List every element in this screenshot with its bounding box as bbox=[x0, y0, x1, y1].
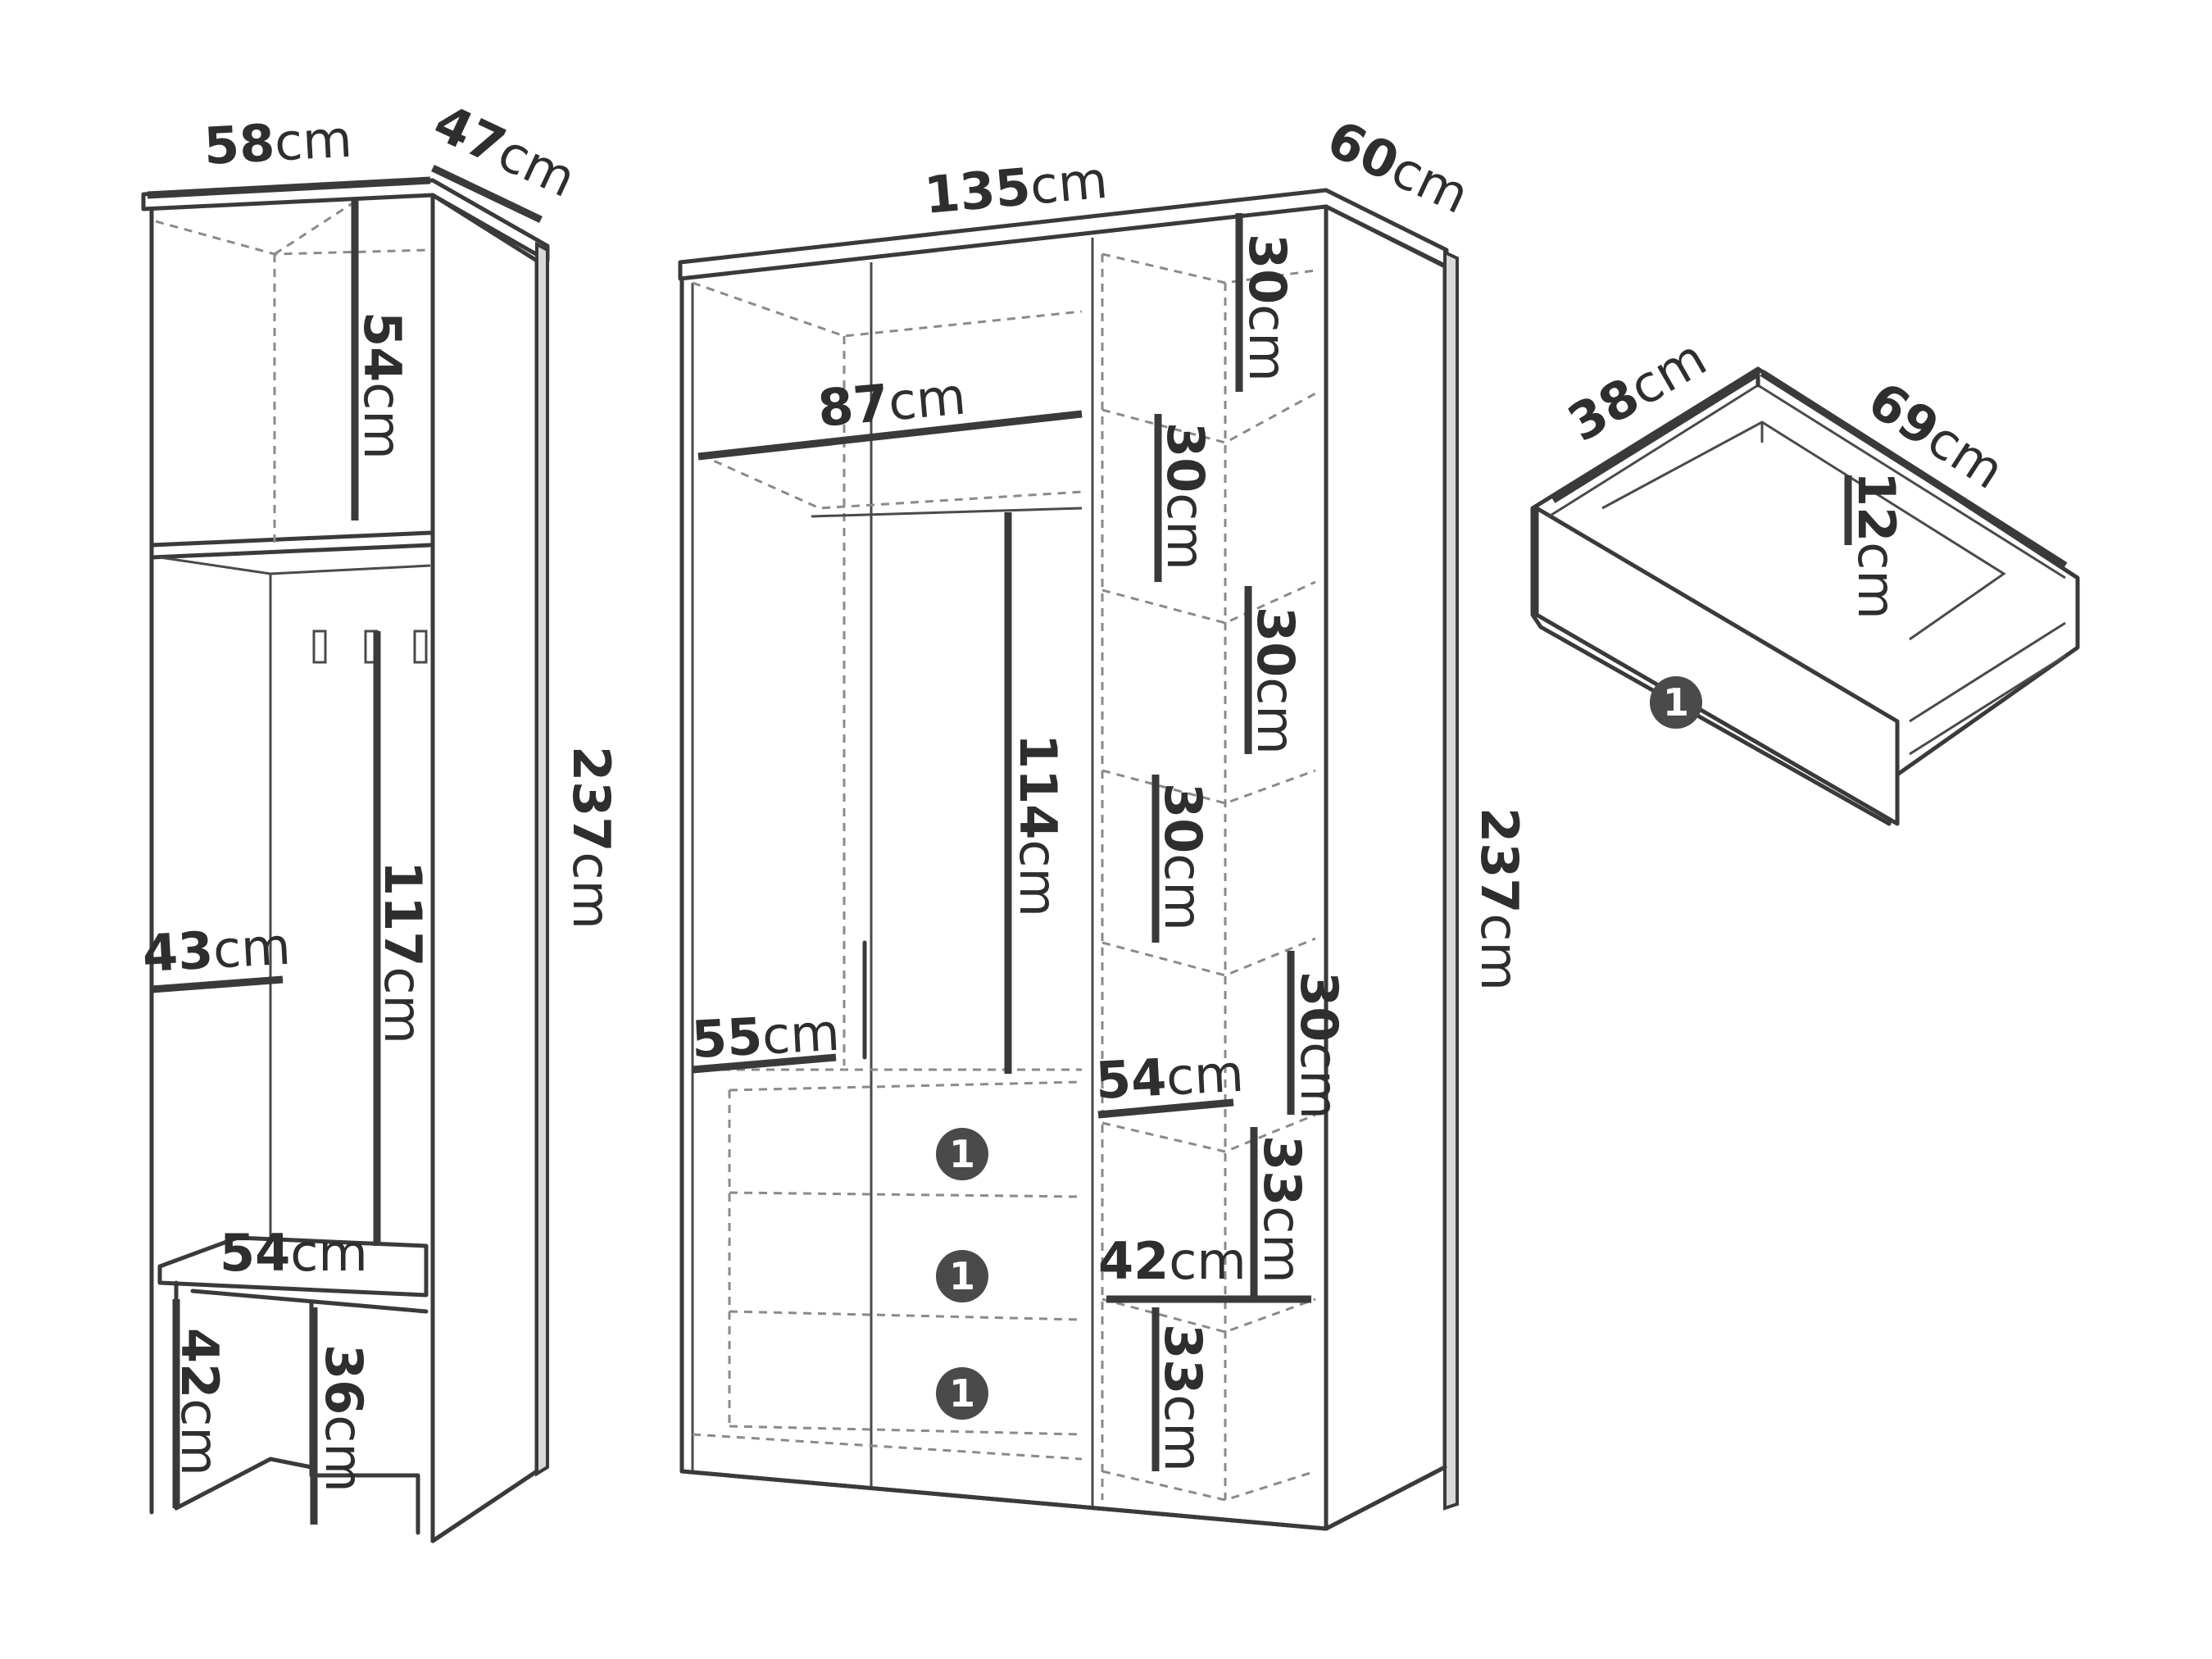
drawer-badge-3: 1 bbox=[936, 1367, 988, 1420]
svg-text:1: 1 bbox=[949, 1132, 975, 1176]
svg-text:1: 1 bbox=[1663, 680, 1689, 725]
wardrobe-shelf-1-label: 30cm bbox=[1238, 234, 1297, 382]
wardrobe-height-label: 237cm bbox=[1469, 807, 1529, 991]
wardrobe-base-width-label: 55cm bbox=[690, 1002, 841, 1070]
hallway-top-compartment-label: 54cm bbox=[352, 311, 412, 460]
wardrobe-dimensions bbox=[692, 213, 1311, 1471]
svg-text:1: 1 bbox=[949, 1371, 975, 1416]
wardrobe-hanging-label: 114cm bbox=[1008, 734, 1068, 917]
hallway-dimensions bbox=[147, 164, 543, 1525]
wardrobe-shelf-width-lower-label: 42cm bbox=[1098, 1231, 1247, 1291]
wardrobe-shelf-2-label: 30cm bbox=[1156, 422, 1215, 570]
hallway-under-bench-label: 36cm bbox=[314, 1344, 374, 1493]
hallway-hook-width-label: 43cm bbox=[141, 916, 292, 984]
wardrobe-shelf-6-label: 33cm bbox=[1252, 1135, 1312, 1284]
wardrobe-shelf-7-label: 33cm bbox=[1153, 1324, 1213, 1472]
wardrobe-width-label: 135cm bbox=[922, 150, 1110, 225]
wardrobe-shelf-5-label: 30cm bbox=[1289, 971, 1349, 1120]
hallway-bench-height-label: 42cm bbox=[170, 1328, 229, 1476]
wardrobe-unit bbox=[678, 188, 1459, 1531]
svg-text:1: 1 bbox=[949, 1254, 975, 1298]
wardrobe-shelf-3-label: 30cm bbox=[1246, 607, 1306, 755]
drawer-badge: 1 bbox=[1650, 676, 1702, 729]
wardrobe-rail-label: 87cm bbox=[815, 366, 968, 438]
drawer-height-label: 12cm bbox=[1846, 471, 1906, 620]
drawer-badge-1: 1 bbox=[936, 1128, 988, 1180]
wardrobe-shelf-width-upper-label: 54cm bbox=[1094, 1043, 1245, 1111]
hallway-height-label: 237cm bbox=[561, 746, 621, 929]
hallway-hanging-label: 117cm bbox=[373, 861, 433, 1044]
drawer-badge-2: 1 bbox=[936, 1250, 988, 1302]
hallway-width-label: 58cm bbox=[202, 109, 353, 176]
wardrobe-shelf-4-label: 30cm bbox=[1153, 783, 1213, 931]
drawer-dimensions bbox=[1551, 370, 2068, 569]
hallway-bench-width-label: 54cm bbox=[220, 1223, 368, 1283]
